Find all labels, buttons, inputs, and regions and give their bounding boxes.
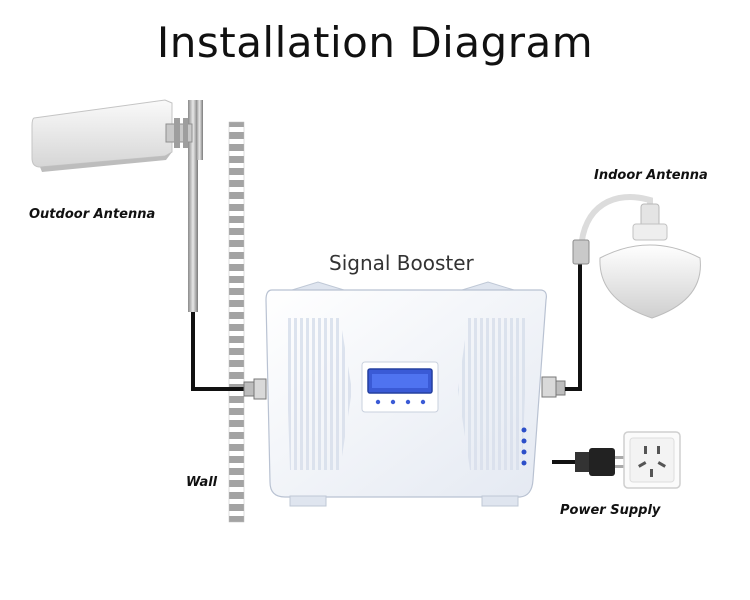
menu-button-1	[375, 399, 381, 405]
wall	[228, 121, 245, 523]
outdoor-antenna-label: Outdoor Antenna	[29, 207, 156, 222]
power-supply-label: Power Supply	[560, 503, 661, 518]
signal-booster-device	[265, 281, 547, 507]
outdoor-cable	[191, 312, 263, 391]
led-3	[521, 449, 527, 455]
signal-booster-label: Signal Booster	[329, 251, 474, 275]
input-connector	[243, 378, 267, 400]
indoor-antenna	[572, 194, 701, 319]
menu-button-3	[405, 399, 411, 405]
output-connector	[541, 376, 566, 398]
indoor-antenna-label: Indoor Antenna	[594, 168, 708, 183]
diagram-title: Installation Diagram	[156, 18, 594, 67]
led-2	[521, 438, 527, 444]
wall-label: Wall	[186, 475, 218, 490]
antenna-pole	[188, 100, 203, 312]
menu-button-4	[420, 399, 426, 405]
outdoor-antenna	[31, 99, 193, 172]
wall-socket	[623, 431, 681, 489]
led-1	[521, 427, 527, 433]
menu-button-2	[390, 399, 396, 405]
indoor-cable	[565, 262, 582, 391]
led-4	[521, 460, 527, 466]
power-adapter	[552, 448, 625, 476]
